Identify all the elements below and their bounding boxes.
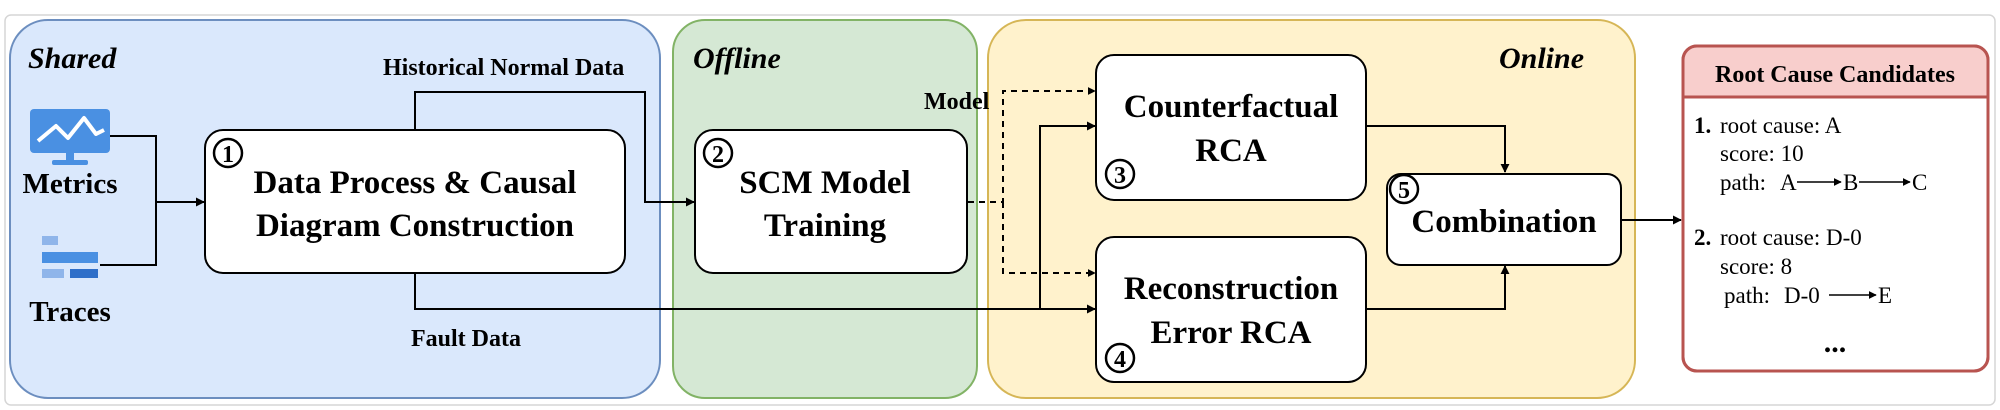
- result-2-path-label: path:: [1724, 283, 1770, 308]
- result-2-path-node-1: D-0: [1784, 283, 1820, 308]
- step4-line1: Reconstruction: [1124, 271, 1338, 307]
- step3-line2: RCA: [1195, 133, 1267, 169]
- result-1-path-node-2: B: [1843, 170, 1858, 195]
- step4-number: 4: [1114, 347, 1126, 373]
- traces-icon: [42, 236, 98, 278]
- result-1-path-node-1: A: [1780, 170, 1797, 195]
- metrics-icon: [30, 109, 110, 165]
- model-to-step3-edge: [968, 87, 1096, 203]
- step4-box: Reconstruction Error RCA 4: [1095, 236, 1367, 383]
- result-2-index: 2.: [1694, 225, 1711, 250]
- step4-to-step5-edge: [1366, 265, 1510, 310]
- step3-box: Counterfactual RCA 3: [1095, 54, 1367, 201]
- step5-number-circle: [1388, 173, 1420, 205]
- offline-label: Offline: [693, 42, 781, 75]
- step1-number: 1: [222, 142, 234, 168]
- traces-connector: [100, 202, 157, 266]
- result-2-score: score: 8: [1720, 254, 1792, 279]
- fault-data-label: Fault Data: [411, 326, 521, 352]
- shared-label: Shared: [28, 42, 117, 75]
- step1-number-circle: [212, 137, 244, 169]
- result-1-score: score: 10: [1720, 141, 1804, 166]
- model-label: Model: [924, 89, 990, 115]
- step3-number: 3: [1114, 163, 1126, 189]
- result-2-cause: root cause: D-0: [1720, 225, 1862, 250]
- fault-to-step3-arrow: [1039, 121, 1096, 309]
- step2-number: 2: [712, 142, 724, 168]
- step4-line2: Error RCA: [1150, 315, 1311, 351]
- result-1-path-label: path:: [1720, 170, 1766, 195]
- outer-frame: [4, 14, 1996, 406]
- step4-number-circle: [1104, 342, 1136, 374]
- results-panel: Root Cause Candidates 1. root cause: A s…: [1681, 44, 1990, 373]
- step2-number-circle: [702, 137, 734, 169]
- step1-box: 1 Data Process & Causal Diagram Construc…: [204, 129, 626, 274]
- step5-box: 5 Combination: [1386, 173, 1622, 266]
- fault-data-edge: [414, 273, 1095, 310]
- results-title: Root Cause Candidates: [1715, 62, 1955, 88]
- traces-label: Traces: [29, 296, 111, 328]
- step3-number-circle: [1104, 158, 1136, 190]
- step5-number: 5: [1398, 178, 1410, 204]
- result-1-index: 1.: [1694, 113, 1711, 138]
- step3-to-step5-edge: [1366, 125, 1510, 173]
- step2-line1: SCM Model: [739, 165, 910, 201]
- step1-line1: Data Process & Causal: [254, 165, 577, 201]
- model-to-step4-edge: [1002, 202, 1096, 277]
- online-label: Online: [1499, 42, 1584, 75]
- result-1-path-node-3: C: [1912, 170, 1927, 195]
- step5-label: Combination: [1411, 204, 1596, 240]
- step2-box: 2 SCM Model Training: [694, 129, 968, 274]
- historical-data-label: Historical Normal Data: [383, 55, 624, 81]
- step3-line1: Counterfactual: [1124, 89, 1338, 125]
- step1-line2: Diagram Construction: [256, 208, 574, 244]
- results-more: ...: [1824, 326, 1847, 359]
- historical-data-edge: [414, 91, 695, 207]
- step2-line2: Training: [764, 208, 887, 244]
- result-1-cause: root cause: A: [1720, 113, 1842, 138]
- metrics-label: Metrics: [23, 168, 118, 200]
- result-2-path-node-2: E: [1878, 283, 1892, 308]
- metrics-connector: [110, 135, 157, 202]
